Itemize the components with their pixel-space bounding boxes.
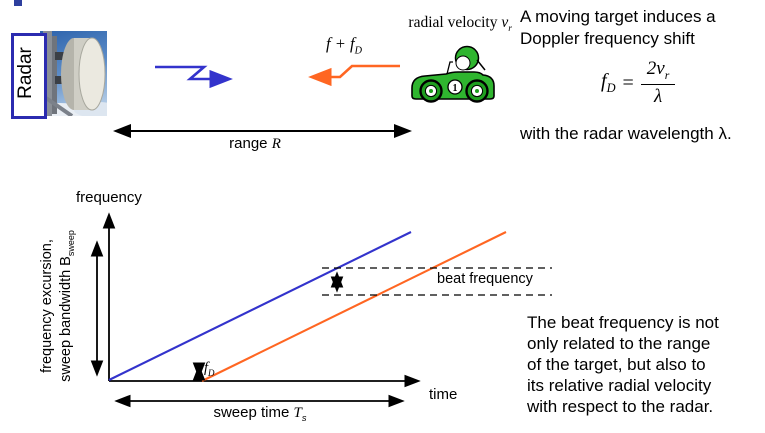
beat-frequency-explanation: The beat frequency is not only related t… — [527, 312, 765, 417]
text-line: of the target, but also to — [527, 355, 706, 374]
beat-frequency-label: beat frequency — [437, 271, 533, 287]
doppler-formula: fD = 2vr λ — [601, 57, 676, 109]
text-line: only related to the range — [527, 334, 711, 353]
slide-corner-decoration — [14, 0, 22, 6]
formula-denominator: λ — [640, 83, 676, 108]
text-line: The beat frequency is not — [527, 313, 719, 332]
doppler-shift-label: fD — [204, 360, 215, 378]
formula-lhs: fD — [601, 70, 616, 95]
radial-velocity-label: radial velocity vr — [408, 14, 512, 35]
y-axis-title: frequency — [76, 189, 142, 206]
range-label: range R — [229, 135, 281, 152]
formula-numerator: 2vr — [646, 58, 670, 82]
doppler-frequency-label: f + fD — [326, 34, 362, 57]
radar-label-box: Radar — [11, 33, 47, 119]
car-illustration: 1 — [411, 45, 495, 103]
text-line: Doppler frequency shift — [520, 28, 695, 48]
car-number: 1 — [453, 83, 458, 94]
doppler-explanation-text: A moving target induces a Doppler freque… — [520, 6, 765, 49]
sweep-time-label: sweep time Ts — [213, 404, 307, 423]
y-extent-line2: sweep bandwidth Bsweep — [58, 230, 76, 382]
y-extent-label: frequency excursion, sweep bandwidth Bsw… — [34, 226, 82, 386]
formula-equals: = — [622, 71, 634, 94]
radar-label: Radar — [15, 47, 36, 99]
received-wave-arrow — [308, 64, 400, 87]
y-extent-line1: frequency excursion, — [39, 239, 55, 373]
text-line: its relative radial velocity — [527, 376, 712, 395]
received-ramp-line — [201, 231, 507, 382]
wavelength-note-text: with the radar wavelength λ. — [520, 124, 732, 143]
formula-fraction: 2vr λ — [640, 58, 676, 108]
x-axis-title: time — [429, 386, 458, 403]
text-line: with respect to the radar. — [527, 397, 714, 416]
text-line: A moving target induces a — [520, 7, 716, 26]
transmitted-wave-arrow — [155, 65, 233, 89]
transmitted-ramp-line — [108, 231, 412, 381]
